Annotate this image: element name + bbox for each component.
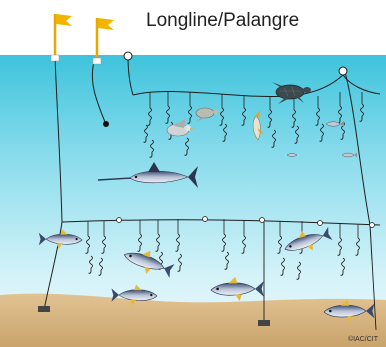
diagram-title: Longline/Palangre: [146, 10, 299, 32]
anchor-weight-icon: [258, 320, 270, 326]
image-credit: ©IAC/CIT: [348, 336, 378, 343]
anchor-weight-icon: [38, 306, 50, 312]
weight-icon: [103, 121, 109, 127]
buoy-icon: [339, 67, 347, 75]
buoy-icon: [124, 52, 132, 60]
small-fish-icon: [287, 154, 297, 157]
